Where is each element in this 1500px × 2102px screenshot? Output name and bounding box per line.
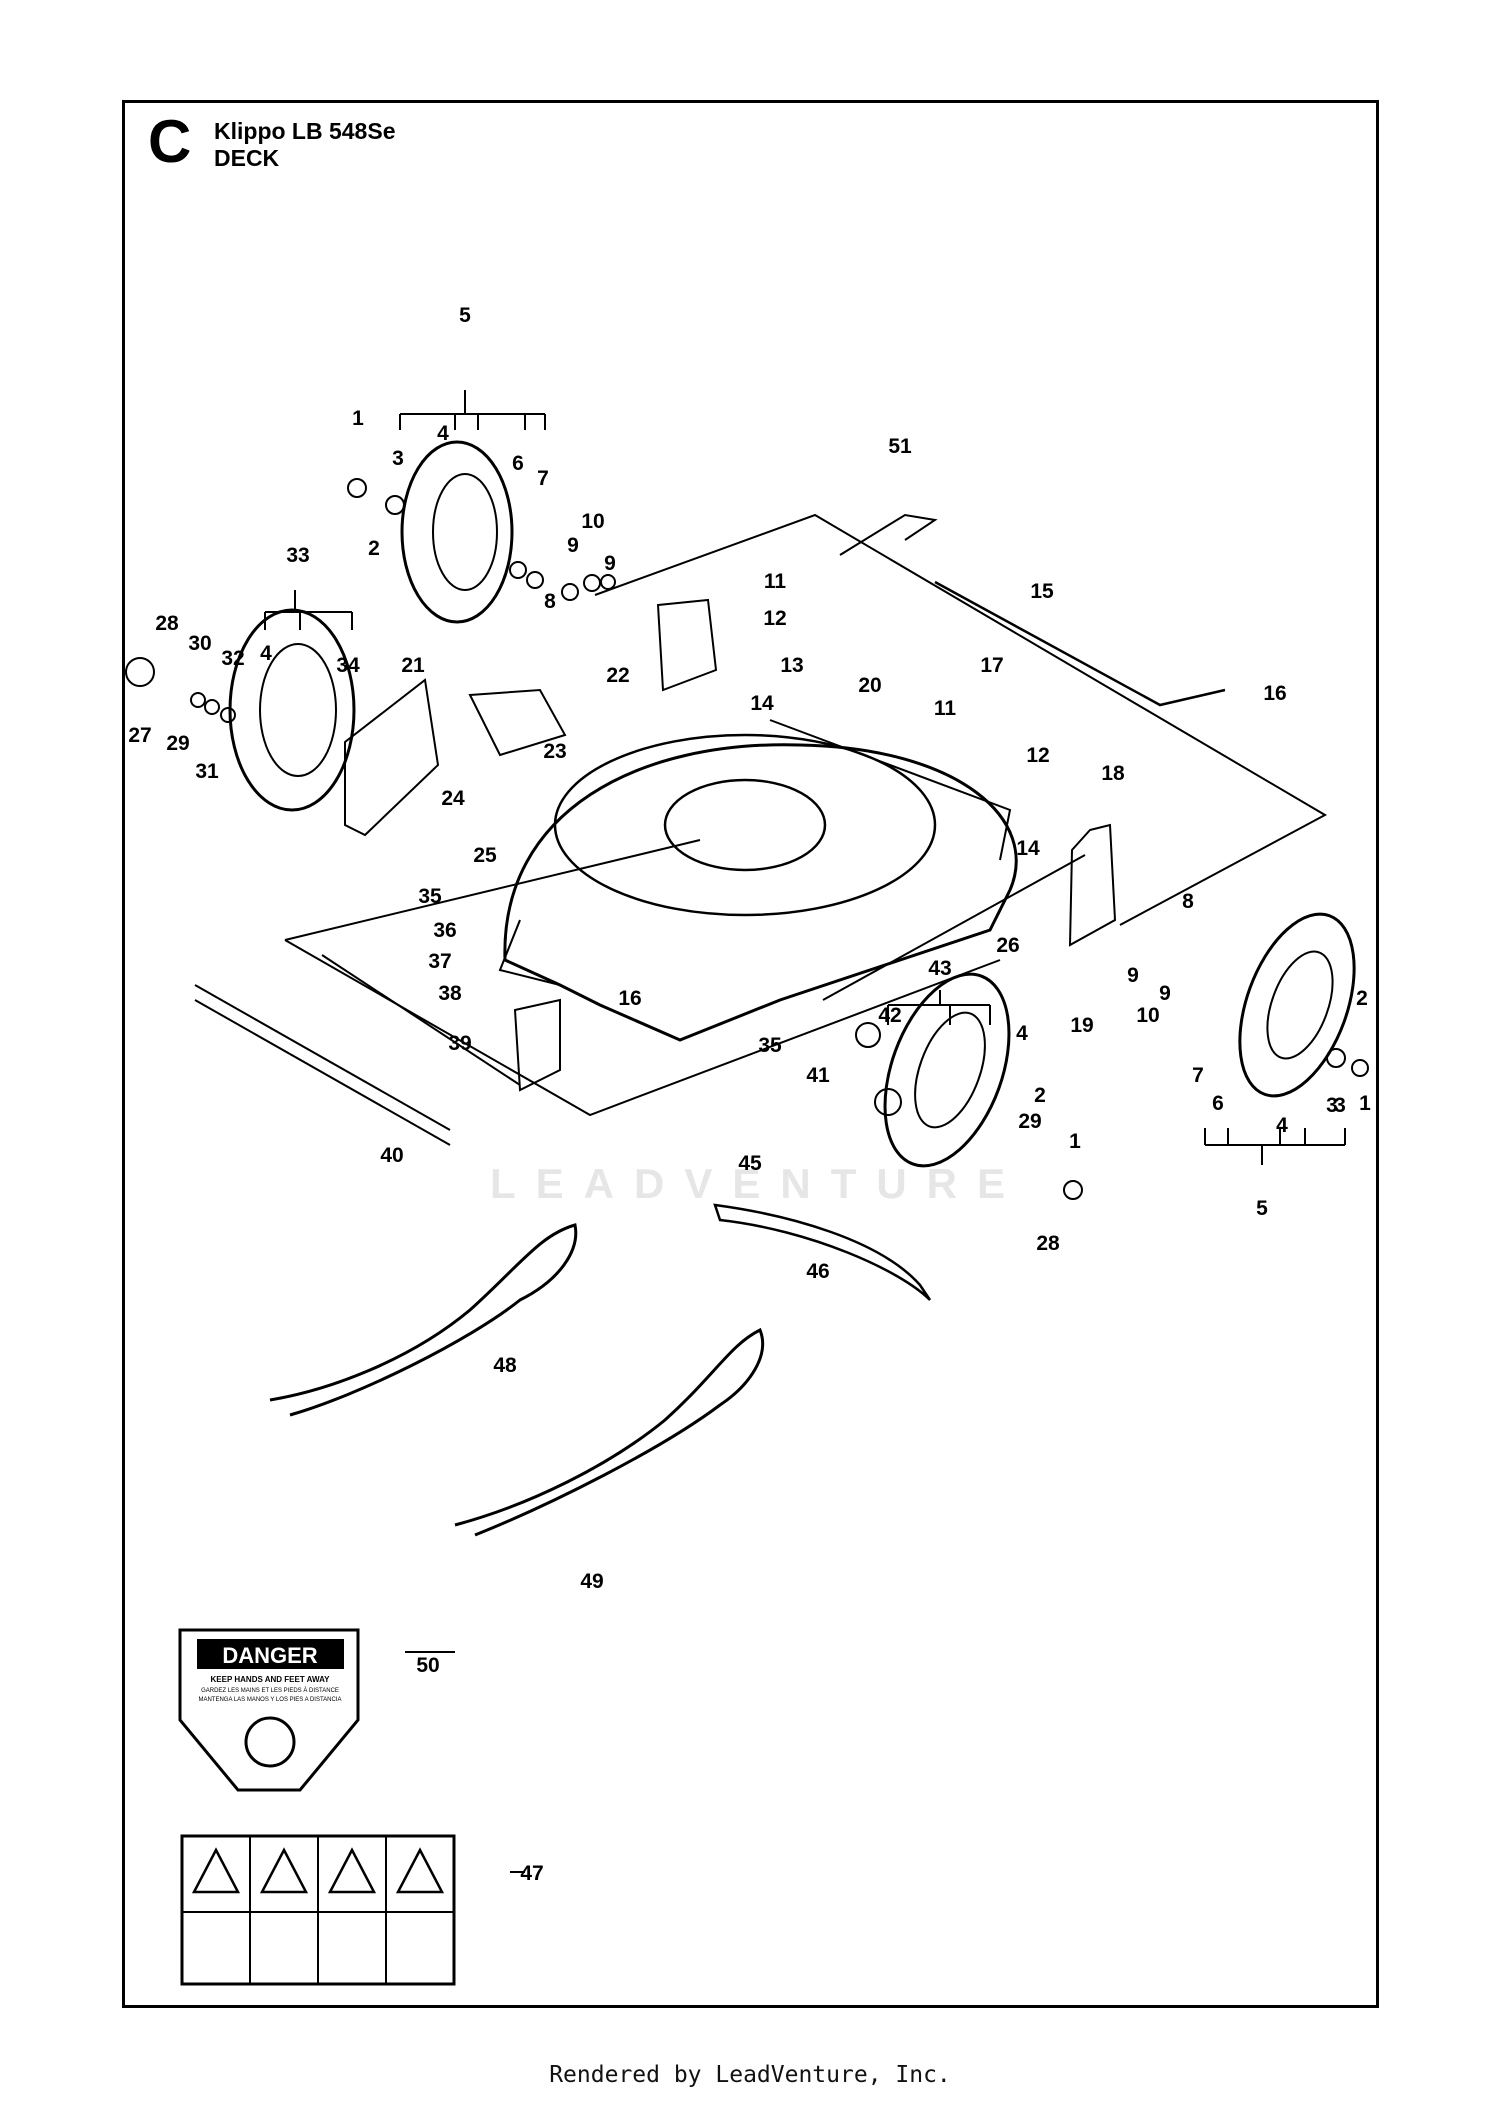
callout-14-2: 14 xyxy=(1016,837,1040,860)
callout-31: 31 xyxy=(195,760,219,783)
callout-8: 8 xyxy=(544,590,556,613)
callout-5-2: 5 xyxy=(1256,1197,1268,1220)
callout-13: 13 xyxy=(780,654,803,677)
callout-47: 47 xyxy=(520,1862,543,1885)
callout-24: 24 xyxy=(441,787,465,810)
callout-20: 20 xyxy=(858,674,881,697)
callout-11: 11 xyxy=(764,570,787,593)
decal-danger-line1: KEEP HANDS AND FEET AWAY xyxy=(211,1675,331,1684)
callout-7-2: 7 xyxy=(1192,1064,1204,1087)
callout-21: 21 xyxy=(401,654,425,677)
decal-danger-line3: MANTENGA LAS MANOS Y LOS PIES A DISTANCI… xyxy=(198,1697,341,1703)
callout-41: 41 xyxy=(806,1064,830,1087)
callout-12-2: 12 xyxy=(1026,744,1049,767)
callout-16: 16 xyxy=(1263,682,1286,705)
callout-9-2: 9 xyxy=(604,552,616,575)
callout-29-2: 29 xyxy=(1018,1110,1041,1133)
watermark: LEADVENTURE xyxy=(490,1160,1026,1207)
callout-12: 12 xyxy=(763,607,786,630)
callout-5: 5 xyxy=(459,304,471,327)
callout-9-4: 9 xyxy=(1159,982,1171,1005)
callout-48: 48 xyxy=(493,1354,517,1377)
callout-25: 25 xyxy=(473,844,497,867)
callout-43: 43 xyxy=(928,957,951,980)
callout-46: 46 xyxy=(806,1260,829,1283)
callout-6-2: 6 xyxy=(1212,1092,1224,1115)
diagram-frame xyxy=(122,100,1379,2008)
model-title: Klippo LB 548Se xyxy=(214,118,396,144)
callout-9: 9 xyxy=(567,534,579,557)
callout-15: 15 xyxy=(1030,580,1054,603)
callout-labels: 1112223334444556677889999101011111212131… xyxy=(128,304,1371,1885)
callout-36: 36 xyxy=(433,919,456,942)
callout-38: 38 xyxy=(438,982,462,1005)
callout-1-2: 1 xyxy=(1069,1130,1081,1153)
callout-11-2: 11 xyxy=(934,697,957,720)
callout-17: 17 xyxy=(980,654,1003,677)
section-letter: C xyxy=(148,108,192,175)
callout-4-3: 4 xyxy=(1016,1022,1028,1045)
callout-42: 42 xyxy=(878,1004,901,1027)
callout-22: 22 xyxy=(606,664,629,687)
callout-33: 33 xyxy=(286,544,309,567)
callout-32: 32 xyxy=(221,647,244,670)
callout-8-2: 8 xyxy=(1182,890,1194,913)
callout-37: 37 xyxy=(428,950,451,973)
callout-39: 39 xyxy=(448,1032,471,1055)
callout-9-3: 9 xyxy=(1127,964,1139,987)
callout-10: 10 xyxy=(581,510,604,533)
decal-danger-line2: GARDEZ LES MAINS ET LES PIEDS À DISTANCE xyxy=(201,1687,339,1694)
callout-28-2: 28 xyxy=(1036,1232,1060,1255)
callout-27: 27 xyxy=(128,724,151,747)
footer-credit: Rendered by LeadVenture, Inc. xyxy=(549,2062,951,2088)
callout-30: 30 xyxy=(188,632,211,655)
callout-3-3: 3 xyxy=(1326,1094,1338,1117)
callout-4: 4 xyxy=(437,422,449,445)
callout-1-3: 1 xyxy=(1359,1092,1371,1115)
callout-49: 49 xyxy=(580,1570,603,1593)
callout-18: 18 xyxy=(1101,762,1125,785)
callout-51: 51 xyxy=(888,435,912,458)
callout-23: 23 xyxy=(543,740,566,763)
callout-4-4: 4 xyxy=(1276,1114,1288,1137)
callout-10-2: 10 xyxy=(1136,1004,1159,1027)
callout-35-2: 35 xyxy=(758,1034,782,1057)
callout-2-2: 2 xyxy=(1356,987,1368,1010)
callout-26: 26 xyxy=(996,934,1019,957)
callout-35: 35 xyxy=(418,885,442,908)
callout-6: 6 xyxy=(512,452,524,475)
callout-4-2: 4 xyxy=(260,642,272,665)
callout-16-2: 16 xyxy=(618,987,641,1010)
callout-29: 29 xyxy=(166,732,189,755)
callout-19: 19 xyxy=(1070,1014,1093,1037)
callout-28: 28 xyxy=(155,612,179,635)
callout-3: 3 xyxy=(392,447,404,470)
callout-40: 40 xyxy=(380,1144,403,1167)
callout-7: 7 xyxy=(537,467,549,490)
callout-50: 50 xyxy=(416,1654,439,1677)
callout-14: 14 xyxy=(750,692,774,715)
callout-2: 2 xyxy=(368,537,380,560)
decal-danger-title: DANGER xyxy=(222,1643,317,1668)
callout-1: 1 xyxy=(352,407,364,430)
callout-34: 34 xyxy=(336,654,360,677)
callout-3-2: 3 xyxy=(1334,1094,1346,1117)
callout-2-3: 2 xyxy=(1034,1084,1046,1107)
section-title: DECK xyxy=(214,145,280,171)
callout-45: 45 xyxy=(738,1152,762,1175)
